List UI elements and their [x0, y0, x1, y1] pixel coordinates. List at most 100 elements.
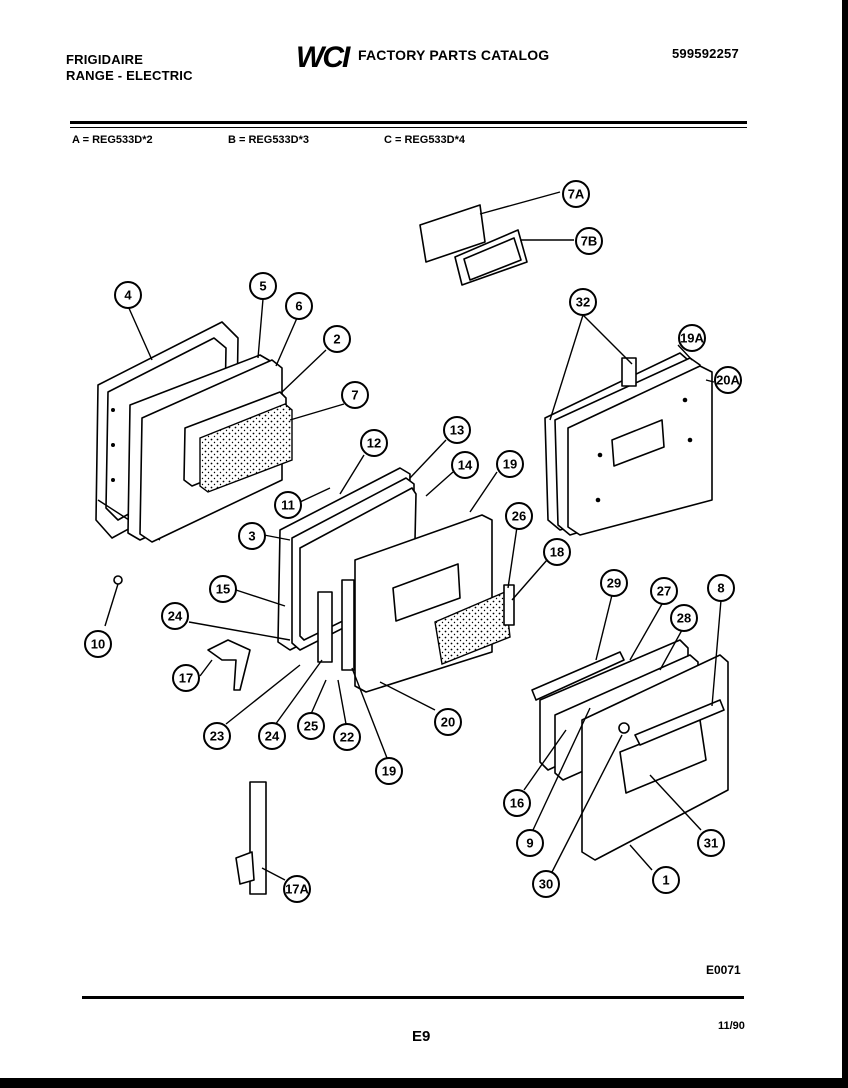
- part-17a-hinge: [235, 781, 267, 895]
- callout-27: 27: [650, 577, 678, 605]
- callout-9: 9: [516, 829, 544, 857]
- part-29-strip: [531, 651, 625, 701]
- svg-text:30: 30: [539, 877, 553, 892]
- part-7a-glass: [419, 204, 486, 263]
- callout-4: 4: [114, 281, 142, 309]
- header-rule: [70, 121, 747, 124]
- svg-text:1: 1: [662, 873, 669, 888]
- callout-32: 32: [569, 288, 597, 316]
- callout-19: 19: [496, 450, 524, 478]
- svg-text:12: 12: [367, 436, 381, 451]
- callout-3: 3: [238, 522, 266, 550]
- svg-text:15: 15: [216, 582, 230, 597]
- callout-7a: 7A: [562, 180, 590, 208]
- callout-17: 17: [172, 664, 200, 692]
- svg-text:17A: 17A: [285, 882, 309, 897]
- callout-19a: 19A: [678, 324, 706, 352]
- page-number: E9: [412, 1028, 431, 1045]
- part-7-glass: [199, 403, 293, 493]
- callout-20a: 20A: [714, 366, 742, 394]
- door-assembly-right: [544, 352, 713, 536]
- callout-16: 16: [503, 789, 531, 817]
- scan-border-right: [842, 0, 848, 1088]
- svg-text:31: 31: [704, 836, 718, 851]
- svg-text:19A: 19A: [680, 331, 704, 346]
- svg-text:18: 18: [550, 545, 564, 560]
- svg-text:19: 19: [382, 764, 396, 779]
- callout-5: 5: [249, 272, 277, 300]
- callout-23: 23: [203, 722, 231, 750]
- callout-24-top: 24: [161, 602, 189, 630]
- svg-text:WCI: WCI: [296, 41, 351, 72]
- svg-text:20A: 20A: [716, 373, 740, 388]
- svg-text:16: 16: [510, 796, 524, 811]
- door-assembly-left: [95, 321, 293, 543]
- callout-30: 30: [532, 870, 560, 898]
- svg-text:24: 24: [265, 729, 280, 744]
- callout-2: 2: [323, 325, 351, 353]
- callout-28: 28: [670, 604, 698, 632]
- part-20-window: [392, 563, 461, 622]
- svg-text:14: 14: [458, 458, 473, 473]
- callout-29: 29: [600, 569, 628, 597]
- svg-text:6: 6: [295, 299, 302, 314]
- callout-18: 18: [543, 538, 571, 566]
- scan-border-bottom: [0, 1078, 848, 1088]
- callout-31: 31: [697, 829, 725, 857]
- header-rule-thin: [70, 127, 747, 128]
- callout-7b: 7B: [575, 227, 603, 255]
- svg-text:13: 13: [450, 423, 464, 438]
- svg-text:28: 28: [677, 611, 691, 626]
- svg-text:29: 29: [607, 576, 621, 591]
- product-category: RANGE - ELECTRIC: [66, 68, 193, 83]
- svg-text:25: 25: [304, 719, 318, 734]
- callout-22: 22: [333, 723, 361, 751]
- part-22-hinge: [317, 591, 333, 663]
- callout-15: 15: [209, 575, 237, 603]
- wci-logo: WCI: [296, 41, 352, 72]
- drawing-reference: E0071: [706, 963, 741, 977]
- callout-14: 14: [451, 451, 479, 479]
- svg-text:4: 4: [124, 288, 132, 303]
- brand-name: FRIGIDAIRE: [66, 52, 144, 67]
- callout-20: 20: [434, 708, 462, 736]
- svg-text:9: 9: [526, 836, 533, 851]
- svg-text:20: 20: [441, 715, 455, 730]
- svg-text:2: 2: [333, 332, 340, 347]
- callout-19-bottom: 19: [375, 757, 403, 785]
- model-c: C = REG533D*4: [384, 134, 466, 146]
- svg-text:26: 26: [512, 509, 526, 524]
- window-glass-top: [419, 204, 528, 286]
- callout-12: 12: [360, 429, 388, 457]
- callouts: 7A 7B 4 5 6 2 7 32 19A 20A 12 13 14 19 1…: [84, 180, 742, 903]
- model-a: A = REG533D*2: [72, 134, 153, 146]
- catalog-number: 599592257: [672, 46, 739, 61]
- part-20a-window: [611, 419, 665, 467]
- part-18-bracket: [503, 584, 515, 626]
- footer-rule: [82, 996, 744, 999]
- revision-date: 11/90: [718, 1020, 745, 1032]
- svg-text:7B: 7B: [581, 234, 598, 249]
- door-assembly-center: [207, 467, 515, 693]
- callout-17a: 17A: [283, 875, 311, 903]
- callout-10: 10: [84, 630, 112, 658]
- part-26-glass: [434, 590, 511, 665]
- part-10-screw: [113, 575, 123, 585]
- svg-text:24: 24: [168, 609, 183, 624]
- svg-text:23: 23: [210, 729, 224, 744]
- callout-7: 7: [341, 381, 369, 409]
- svg-text:8: 8: [717, 581, 724, 596]
- svg-text:19: 19: [503, 457, 517, 472]
- leader-lines: [127, 191, 722, 881]
- model-b: B = REG533D*3: [228, 134, 310, 146]
- svg-text:3: 3: [248, 529, 255, 544]
- part-30-knob: [618, 722, 630, 734]
- svg-text:7A: 7A: [568, 187, 585, 202]
- svg-text:17: 17: [179, 671, 193, 686]
- callout-6: 6: [285, 292, 313, 320]
- callout-25: 25: [297, 712, 325, 740]
- callout-8: 8: [707, 574, 735, 602]
- svg-text:7: 7: [351, 388, 358, 403]
